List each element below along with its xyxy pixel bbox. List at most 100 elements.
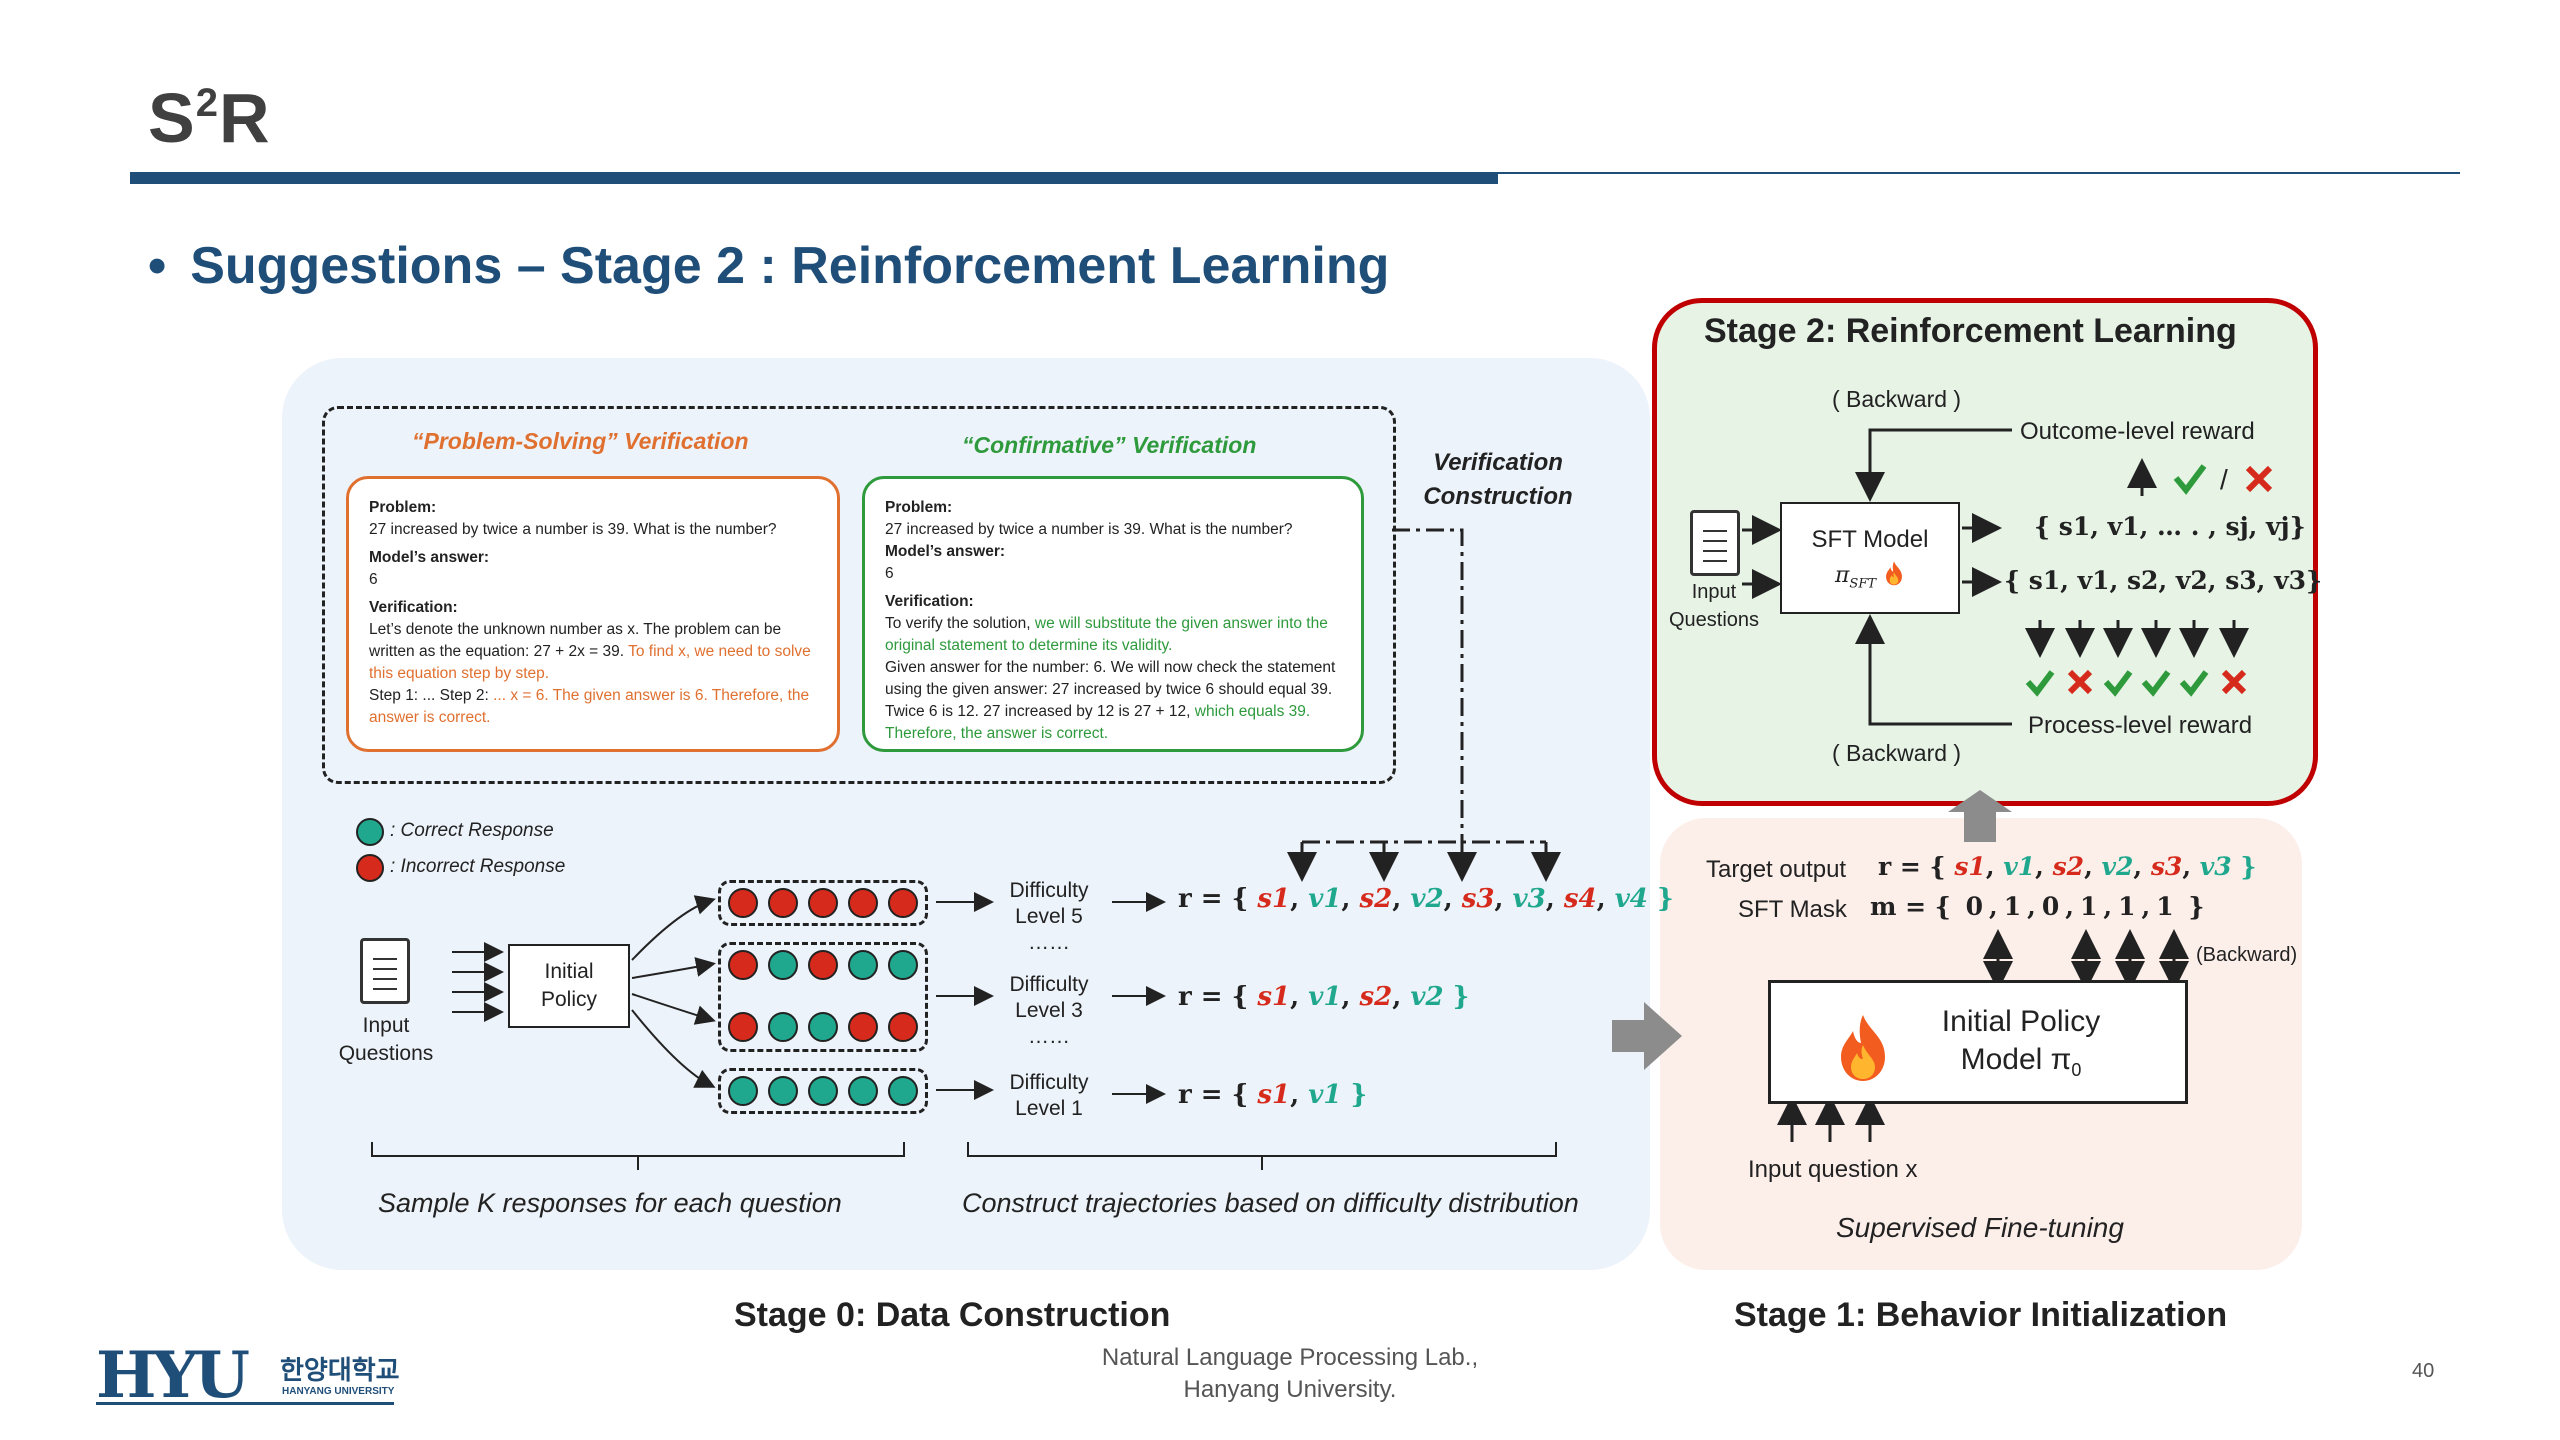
trajectory-token: v3 bbox=[1512, 884, 1546, 914]
incorrect-response-dot bbox=[768, 888, 798, 918]
footer-lab: Natural Language Processing Lab.,Hanyang… bbox=[1101, 1344, 1479, 1403]
trajectory-token: v1 bbox=[1308, 1080, 1342, 1110]
trajectory-level3: r = { s1, v1, s2, v2 } bbox=[1178, 982, 1470, 1012]
mask-value: 1 bbox=[2079, 892, 2098, 921]
correct-response-dot bbox=[768, 1076, 798, 1106]
correct-response-dot bbox=[888, 950, 918, 980]
incorrect-legend-label: : Incorrect Response bbox=[390, 856, 566, 877]
trajectory-token: s1 bbox=[1257, 982, 1291, 1012]
hyu-logo-underline bbox=[96, 1402, 394, 1405]
mask-value: 0 bbox=[1965, 892, 1984, 921]
hyu-logo-english: HANYANG UNIVERSITY bbox=[282, 1386, 395, 1397]
stage1-backward-label: (Backward) bbox=[2196, 944, 2298, 966]
incorrect-response-dot bbox=[808, 888, 838, 918]
document-icon bbox=[360, 938, 410, 1004]
trajectory-token: s1 bbox=[1954, 852, 1986, 881]
initial-policy-model-box: Initial Policy Model π0 bbox=[1768, 980, 2188, 1104]
trajectory-token: s2 bbox=[1359, 982, 1393, 1012]
mask-value: 1 bbox=[2003, 892, 2022, 921]
output-seq-1: { s1, v1, … . , sj, vj} bbox=[2034, 512, 2306, 541]
correct-response-dot bbox=[808, 1012, 838, 1042]
document-icon-stage2 bbox=[1690, 510, 1740, 576]
check-icon bbox=[2103, 670, 2133, 697]
correct-response-dot bbox=[888, 1076, 918, 1106]
incorrect-response-dot bbox=[848, 888, 878, 918]
cf-verification-card: Problem: 27 increased by twice a number … bbox=[862, 476, 1364, 752]
correct-response-dot bbox=[848, 950, 878, 980]
cf-verification-heading: “Confirmative” Verification bbox=[962, 432, 1257, 458]
hyu-logo-korean: 한양대학교 bbox=[280, 1355, 400, 1385]
target-output-formula: r = { s1, v1, s2, v2, s3, v3 } bbox=[1878, 852, 2257, 881]
ps-verification-heading: “Problem-Solving” Verification bbox=[412, 428, 749, 454]
trajectory-token: v4 bbox=[1614, 884, 1648, 914]
check-icon bbox=[2179, 670, 2209, 697]
trajectory-token: s1 bbox=[1257, 1080, 1291, 1110]
trajectory-token: v2 bbox=[1410, 884, 1444, 914]
trajectory-token: s2 bbox=[1359, 884, 1393, 914]
backward-top-label: ( Backward ) bbox=[1832, 386, 1962, 412]
input-question-label: Input question x bbox=[1748, 1156, 1918, 1183]
trajectory-token: v1 bbox=[1308, 982, 1342, 1012]
check-icon bbox=[2173, 464, 2207, 495]
correct-response-dot bbox=[768, 1012, 798, 1042]
output-seq-2: { s1, v1, s2, v2, s3, v3} bbox=[2004, 566, 2323, 595]
stage2-panel bbox=[1652, 298, 2318, 806]
hyu-logo: HYU bbox=[96, 1338, 250, 1413]
sft-model-box: SFT Model πSFT bbox=[1780, 502, 1960, 614]
trajectory-token: s3 bbox=[2150, 852, 2183, 881]
backward-bottom-label: ( Backward ) bbox=[1832, 740, 1962, 766]
slash-separator: / bbox=[2220, 464, 2228, 495]
initial-policy-model-label: Initial Policy Model π0 bbox=[1941, 1005, 2101, 1080]
trajectory-token: v1 bbox=[2003, 852, 2036, 881]
sft-caption: Supervised Fine-tuning bbox=[1836, 1212, 2124, 1243]
response-group-level1 bbox=[718, 1068, 928, 1114]
trajectory-token: s4 bbox=[1563, 884, 1597, 914]
verification-box bbox=[322, 406, 1396, 784]
target-output-label: Target output bbox=[1706, 856, 1847, 883]
sft-mask-label: SFT Mask bbox=[1738, 896, 1847, 923]
trajectory-level5: r = { s1, v1, s2, v2, s3, v3, s4, v4 } bbox=[1178, 884, 1674, 914]
incorrect-response-dot bbox=[848, 1012, 878, 1042]
correct-legend-label: : Correct Response bbox=[390, 820, 554, 841]
construct-caption: Construct trajectories based on difficul… bbox=[962, 1188, 1579, 1218]
page-number: 40 bbox=[2412, 1360, 2435, 1382]
incorrect-response-dot bbox=[728, 950, 758, 980]
incorrect-response-dot bbox=[728, 888, 758, 918]
ps-verification-card: Problem: 27 increased by twice a number … bbox=[346, 476, 840, 752]
cross-icon bbox=[2221, 669, 2247, 695]
correct-response-dot bbox=[728, 1076, 758, 1106]
correct-response-dot bbox=[808, 1076, 838, 1106]
fire-icon-small bbox=[1883, 560, 1905, 592]
incorrect-response-dot bbox=[888, 1012, 918, 1042]
title-underline bbox=[130, 172, 1498, 184]
trajectory-token: s2 bbox=[2052, 852, 2085, 881]
cross-icon bbox=[2245, 465, 2273, 493]
correct-legend-dot bbox=[356, 818, 384, 846]
incorrect-response-dot bbox=[728, 1012, 758, 1042]
mask-value: 0 bbox=[2041, 892, 2060, 921]
trajectory-token: v2 bbox=[1410, 982, 1444, 1012]
outcome-reward-label: Outcome-level reward bbox=[2020, 418, 2255, 445]
sample-caption: Sample K responses for each question bbox=[378, 1188, 842, 1218]
correct-response-dot bbox=[768, 950, 798, 980]
trajectory-token: s1 bbox=[1257, 884, 1291, 914]
trajectory-token: v1 bbox=[1308, 884, 1342, 914]
title-underline-thin bbox=[1498, 172, 2460, 174]
section-heading: •Suggestions – Stage 2 : Reinforcement L… bbox=[148, 237, 1390, 295]
fire-icon bbox=[1833, 1011, 1893, 1096]
check-icon bbox=[2141, 670, 2171, 697]
incorrect-legend-dot bbox=[356, 854, 384, 882]
trajectory-token: s3 bbox=[1461, 884, 1495, 914]
incorrect-response-dot bbox=[888, 888, 918, 918]
correct-response-dot bbox=[848, 1076, 878, 1106]
stage1-label: Stage 1: Behavior Initialization bbox=[1734, 1296, 2228, 1334]
response-group-level5 bbox=[718, 880, 928, 926]
incorrect-response-dot bbox=[808, 950, 838, 980]
